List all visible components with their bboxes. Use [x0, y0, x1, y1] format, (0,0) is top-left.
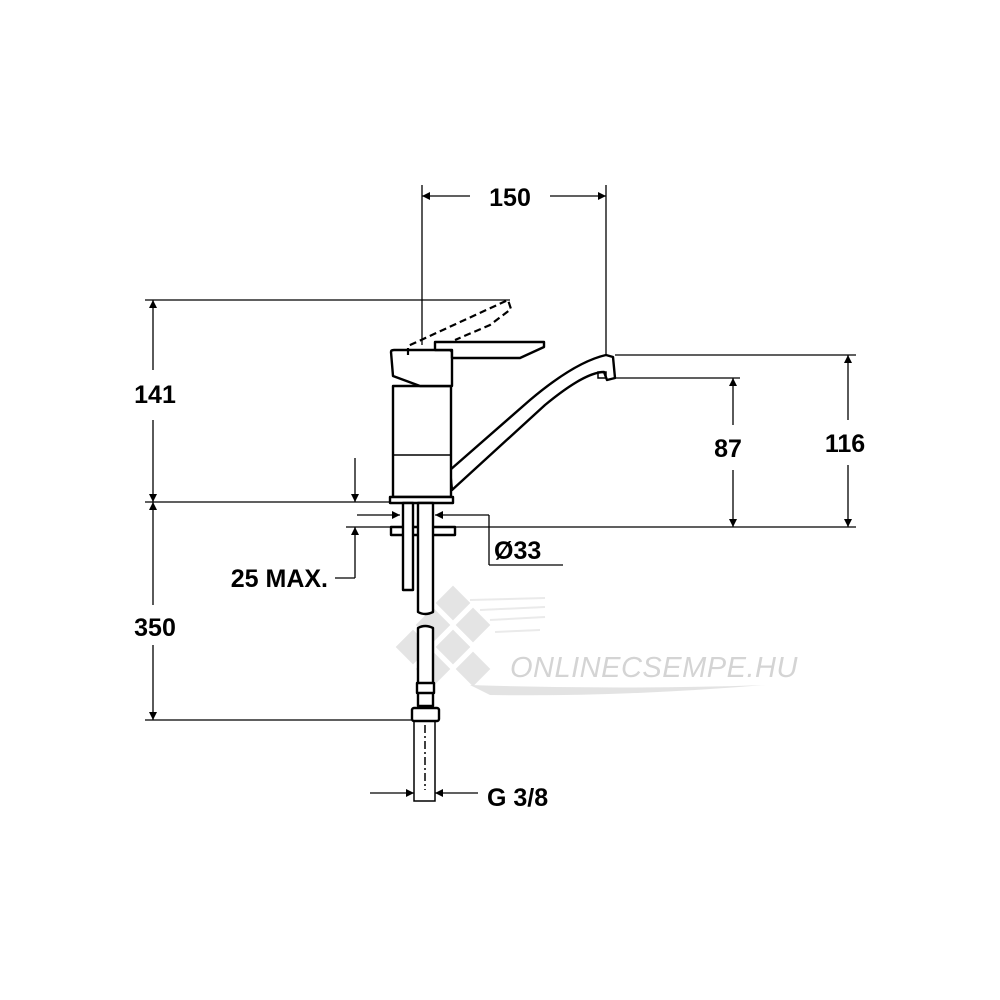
body-cylinder: [391, 384, 453, 499]
watermark-text: ONLINECSEMPE.HU: [510, 652, 798, 684]
dim-total-height: 141: [134, 381, 176, 409]
faucet-body: [388, 298, 617, 505]
mounting-parts: [389, 501, 457, 802]
aerator: [597, 371, 607, 379]
lever-raised-position: [406, 298, 513, 355]
hose-nut: [410, 706, 441, 723]
dim-hole-diameter: Ø33: [494, 537, 541, 565]
dim-deck-thickness: 25 MAX.: [231, 565, 328, 593]
dim-outlet-height: 87: [714, 435, 742, 463]
dim-connection: G 3/8: [487, 784, 548, 812]
dim-hose-length: 350: [134, 614, 176, 642]
threaded-rod: [401, 501, 415, 592]
body-head: [389, 348, 454, 388]
lever-handle: [433, 340, 546, 360]
dim-spout-reach: 150: [489, 184, 531, 212]
dim-spout-height: 116: [825, 430, 865, 458]
supply-hose-top: [416, 501, 435, 616]
dimension-lines: [145, 185, 856, 797]
dimension-labels: 150 141 116 87 350 25 MAX. Ø33 G 3/8: [134, 184, 865, 812]
spout: [448, 353, 617, 492]
hose-tail: [413, 720, 436, 802]
